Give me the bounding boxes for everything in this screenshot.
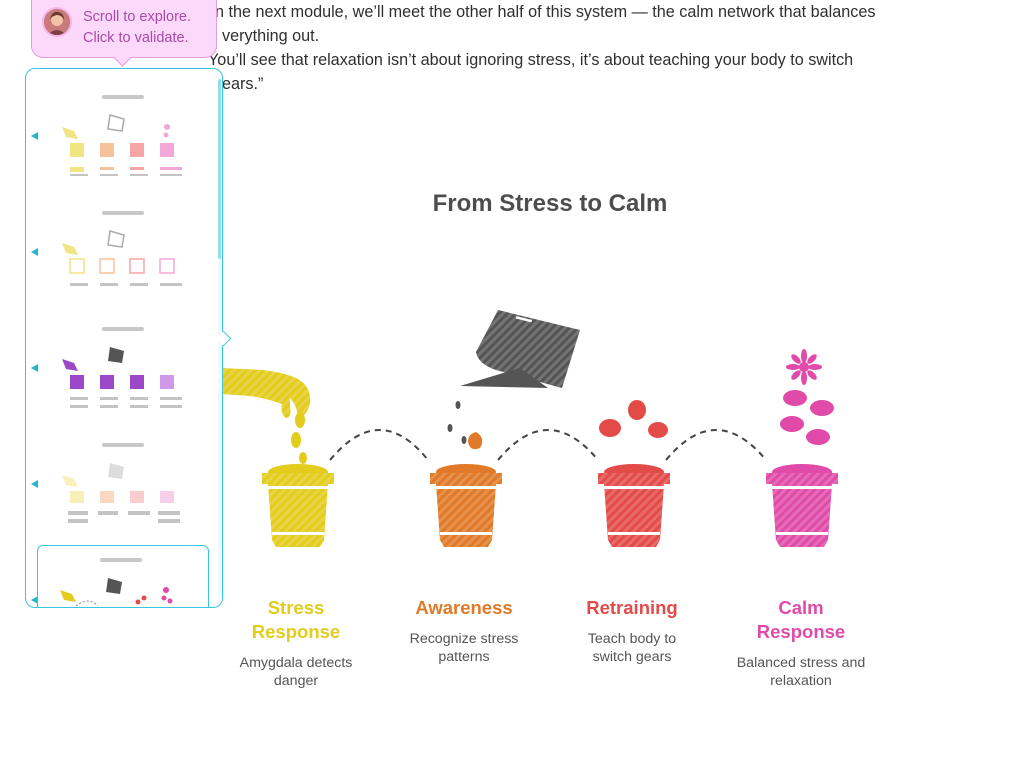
thumbnail-panel[interactable] [25, 68, 223, 608]
step-title: Stress Response [251, 597, 341, 642]
thumbnail-marker-icon [31, 596, 38, 604]
step-calm-response: Calm Response Balanced stress and relaxa… [728, 596, 874, 690]
body-line-1: n the next module, we’ll meet the other … [215, 3, 876, 21]
hand-icon [222, 368, 311, 464]
thumbnail-marker-icon [31, 132, 38, 140]
thumbnail-4[interactable] [38, 437, 208, 547]
flower-icon [780, 349, 834, 445]
thumbnail-2-preview [62, 211, 182, 286]
thumbnail-5-preview [60, 558, 173, 607]
thumbnail-1[interactable] [38, 89, 208, 199]
connector-arc-3 [665, 429, 767, 461]
sprout-leaves-icon [599, 400, 668, 438]
step-description: Teach body to switch gears [587, 631, 677, 665]
thumbnail-3[interactable] [38, 321, 208, 431]
step-description: Recognize stress patterns [409, 631, 519, 665]
connector-arc-1 [329, 429, 429, 461]
tooltip-text: Scroll to explore. Click to validate. [83, 7, 191, 49]
step-title: Retraining [586, 597, 678, 618]
step-awareness: Awareness Recognize stress patterns [392, 596, 536, 666]
step-retraining: Retraining Teach body to switch gears [566, 596, 698, 666]
connector-arc-2 [497, 429, 599, 461]
thumbnail-1-preview [62, 95, 182, 176]
pot-stress-response [262, 464, 334, 547]
tooltip-line-validate: Click to validate. [83, 30, 189, 46]
scrollbar-thumb[interactable] [218, 79, 221, 259]
step-title: Awareness [415, 597, 513, 618]
guide-tooltip: Scroll to explore. Click to validate. [31, 0, 217, 67]
body-line-2: verything out. [222, 27, 320, 45]
seed-bag-icon [447, 310, 580, 450]
step-description: Balanced stress and relaxation [736, 655, 866, 689]
thumbnail-marker-icon [31, 480, 38, 488]
thumbnail-4-preview [62, 443, 180, 523]
thumbnail-5-active[interactable] [37, 545, 209, 607]
avatar-portrait-icon [44, 9, 70, 35]
body-line-3: You’ll see that relaxation isn’t about i… [208, 51, 854, 69]
pot-awareness [430, 464, 502, 547]
pot-calm-response [766, 464, 838, 547]
body-line-4: ears.” [222, 75, 264, 93]
thumbnail-marker-icon [31, 248, 38, 256]
module-body-text: n the next module, we’ll meet the other … [208, 0, 908, 96]
figure-title: From Stress to Calm [432, 190, 668, 217]
step-stress-response: Stress Response Amygdala detects danger [222, 596, 370, 690]
pot-retraining [598, 464, 670, 547]
tooltip-line-scroll: Scroll to explore. [83, 9, 191, 25]
step-title: Calm Response [756, 597, 846, 642]
avatar [42, 7, 72, 37]
thumbnail-2[interactable] [38, 205, 208, 315]
thumbnail-3-preview [62, 327, 182, 408]
step-description: Amygdala detects danger [239, 655, 353, 689]
thumbnail-marker-icon [31, 364, 38, 372]
